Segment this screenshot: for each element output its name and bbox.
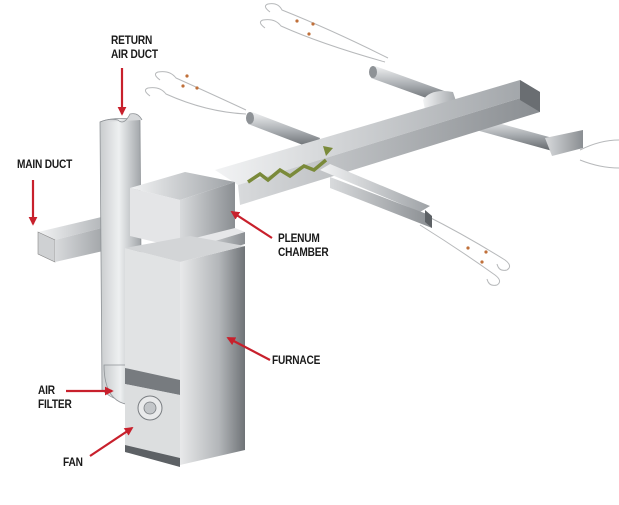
airflow-arrow [247,158,328,184]
label-line: CHAMBER [278,247,329,259]
arrow-furnace [226,337,271,361]
label-return-air-duct: RETURN AIR DUCT [111,34,158,62]
label-plenum-chamber: PLENUM CHAMBER [278,232,329,260]
label-air-filter: AIR FILTER [38,384,72,412]
airflow-swirl-right [419,139,619,286]
label-main-duct: MAIN DUCT [17,159,73,171]
main-supply-trunk [215,80,540,205]
label-furnace: FURNACE [272,355,321,367]
label-line: AIR [38,385,55,397]
airflow-particles [181,19,488,264]
airflow-swirl-top [259,3,389,63]
branch-rect-duct [320,164,432,228]
arrow-plenum [230,211,273,239]
label-line: FILTER [38,399,72,411]
label-fan: FAN [63,457,83,469]
pointer-arrows [28,68,273,457]
label-line: PLENUM [278,233,320,245]
arrow-fan [89,427,134,457]
furnace-body [125,236,245,467]
label-line: RETURN [111,35,153,47]
branch-pipe-right [476,118,583,156]
branch-pipe-left [246,112,320,150]
airflow-swirl-left [144,71,247,115]
fan [137,395,163,421]
label-line: AIR DUCT [111,49,158,61]
